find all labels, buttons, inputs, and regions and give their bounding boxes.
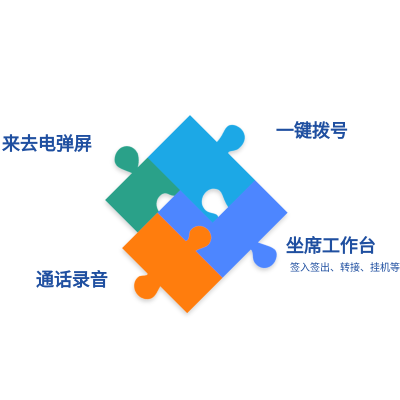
puzzle-piece-orange bbox=[122, 212, 223, 314]
puzzle-piece-blue bbox=[157, 180, 288, 278]
feature-one-click-dial-label: 一键拨号 bbox=[276, 121, 348, 142]
feature-agent-workbench-label: 坐席工作台 bbox=[286, 236, 376, 257]
feature-caller-popup-label: 来去电弹屏 bbox=[2, 134, 92, 155]
feature-call-recording-label: 通话录音 bbox=[36, 270, 108, 291]
puzzle-piece-sky bbox=[147, 115, 256, 223]
feature-agent-workbench-sublabel: 签入签出、转接、挂机等 bbox=[290, 263, 400, 274]
